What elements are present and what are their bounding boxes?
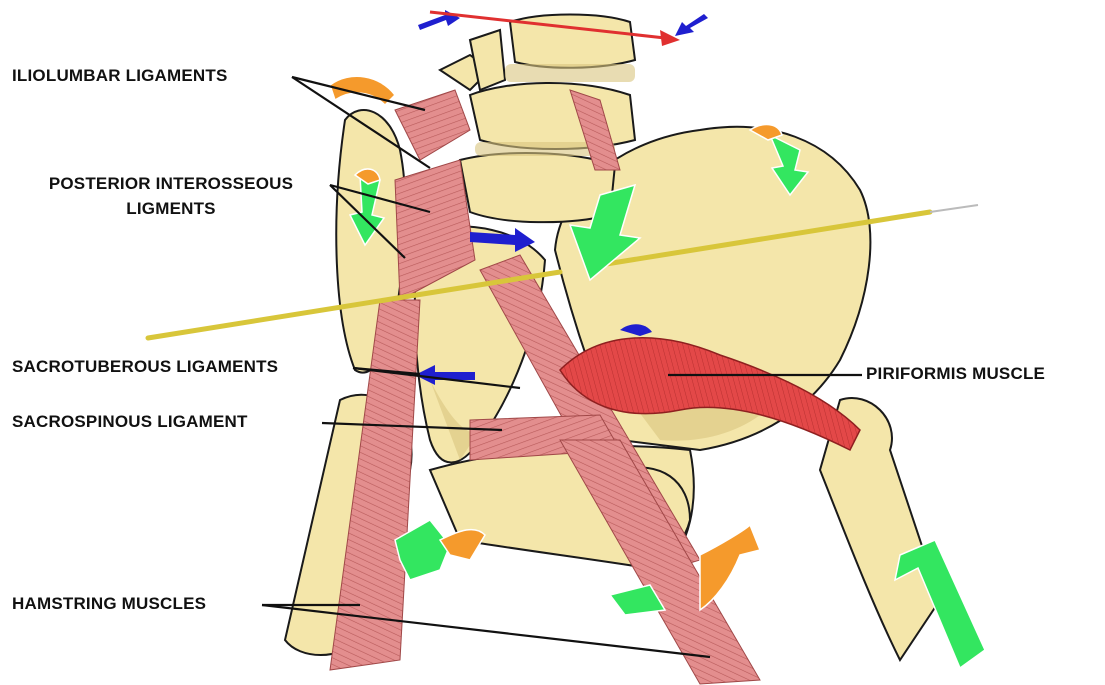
label-posterior-interosseous-line1: POSTERIOR INTEROSSEOUS <box>12 174 330 194</box>
label-piriformis-muscle: PIRIFORMIS MUSCLE <box>866 364 1045 384</box>
iliolumbar-ligament <box>395 90 470 160</box>
orange-arrow-left-femur <box>440 530 485 560</box>
disc-l3-l4 <box>505 64 635 82</box>
lumbar-vertebra-l5 <box>460 153 615 222</box>
label-posterior-interosseous-line2: LIGMENTS <box>12 199 330 219</box>
blue-arrow-top-right <box>675 14 708 36</box>
reference-rod-tip <box>930 205 978 212</box>
orange-arrow-ischial <box>700 525 760 610</box>
label-iliolumbar-ligaments: ILIOLUMBAR LIGAMENTS <box>12 66 228 86</box>
label-hamstring-muscles: HAMSTRING MUSCLES <box>12 594 206 614</box>
label-sacrospinous-ligament: SACROSPINOUS LIGAMENT <box>12 412 248 432</box>
label-sacrotuberous-ligaments: SACROTUBEROUS LIGAMENTS <box>12 357 278 377</box>
